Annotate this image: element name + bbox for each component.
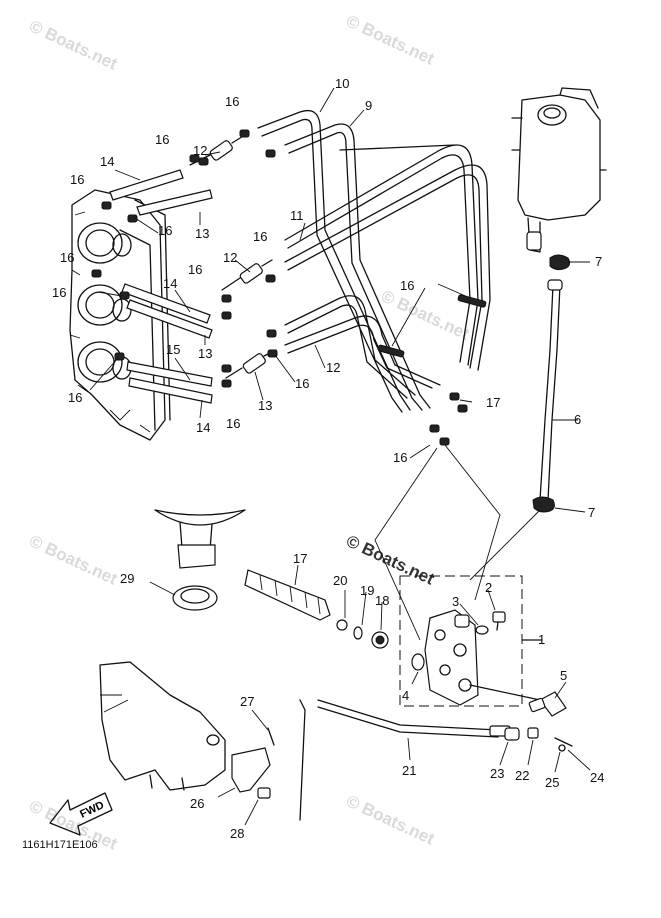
callout-14-b: 14 [163, 276, 177, 291]
callout-16-h: 16 [188, 262, 202, 277]
oil-hose-6 [532, 254, 590, 513]
callout-15: 16 [400, 278, 414, 293]
callout-16-f: 16 [60, 250, 74, 265]
callout-7-a: 7 [595, 254, 602, 269]
callout-16-e: 16 [253, 229, 267, 244]
callout-16-d: 16 [158, 223, 172, 238]
callout-16-k: 16 [295, 376, 309, 391]
callout-7-b: 7 [588, 505, 595, 520]
control-link-21 [299, 699, 573, 821]
callout-9: 10 [335, 76, 349, 91]
lower-cover [99, 661, 226, 791]
callout-16-g: 16 [52, 285, 66, 300]
callout-24: 24 [590, 770, 604, 785]
callout-13-a: 13 [195, 226, 209, 241]
hose-set-13-14 [109, 169, 213, 404]
callout-leaders [89, 87, 591, 826]
callout-21: 21 [402, 763, 416, 778]
callout-22: 22 [515, 768, 529, 783]
callout-23: 23 [490, 766, 504, 781]
callout-16-i: 16 [68, 390, 82, 405]
callout-10: 11 [290, 208, 304, 223]
callout-13-c: 14 [196, 420, 210, 435]
callout-27: 27 [240, 694, 254, 709]
callout-1: 1 [538, 632, 545, 647]
leader-lines [374, 444, 541, 641]
callout-17: 17 [293, 551, 307, 566]
callout-2: 2 [485, 580, 492, 595]
callout-29: 29 [120, 571, 134, 586]
callout-5: 5 [560, 668, 567, 683]
callout-13-b: 13 [198, 346, 212, 361]
callout-12-c: 13 [258, 398, 272, 413]
callout-6: 6 [574, 412, 581, 427]
callout-18: 18 [375, 593, 389, 608]
watermark-dark: © Boats.net [343, 531, 437, 588]
callout-25: 25 [545, 775, 559, 790]
diagram-code: 1161H171E106 [22, 839, 98, 851]
callout-4: 4 [402, 688, 409, 703]
callout-16-b: 16 [155, 132, 169, 147]
fwd-label: FWD [78, 799, 106, 820]
callout-19: 19 [360, 583, 374, 598]
callout-11: 12 [326, 360, 340, 375]
callout-16-c: 16 [70, 172, 84, 187]
callout-20: 20 [333, 573, 347, 588]
callout-numbers: 10 9 11 12 12 12 13 13 13 14 14 14 15 16… [52, 76, 604, 841]
callout-12-b: 12 [223, 250, 237, 265]
callout-16-j: 16 [226, 416, 240, 431]
callout-12-a: 12 [193, 143, 207, 158]
oil-tank [511, 87, 607, 253]
callout-16-a: 16 [225, 94, 239, 109]
watermark: © Boats.net [26, 16, 120, 73]
callout-14-a: 14 [100, 154, 114, 169]
callout-26: 26 [190, 796, 204, 811]
callout-28: 28 [230, 826, 244, 841]
callout-3: 3 [452, 594, 459, 609]
watermark: © Boats.net [26, 531, 120, 588]
oil-pump-assembly [399, 575, 567, 717]
callout-16-l: 17 [486, 395, 500, 410]
callout-14-c: 15 [166, 342, 180, 357]
watermark: © Boats.net [343, 791, 437, 848]
watermark: © Boats.net [378, 286, 472, 343]
watermark: © Boats.net [343, 11, 437, 68]
callout-16-m: 16 [393, 450, 407, 465]
long-hoses [257, 109, 491, 413]
clamps-16 [91, 129, 468, 446]
watermarks: © Boats.net © Boats.net © Boats.net © Bo… [26, 11, 472, 853]
callout-8: 9 [365, 98, 372, 113]
drive-parts [154, 509, 389, 799]
